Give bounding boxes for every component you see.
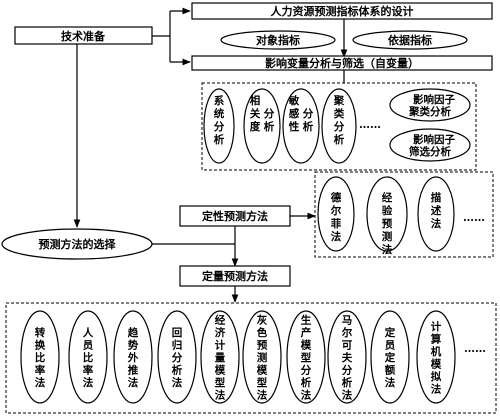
analysis-method-label: 分析	[303, 107, 314, 133]
factor-cluster-label: 影响因子聚类分析	[408, 93, 455, 118]
quantitative-method-label: 计算机模拟法	[431, 320, 442, 396]
basis-indicator-label: 依据指标	[388, 33, 432, 47]
quantitative-method-ellipse	[113, 310, 153, 404]
basis-indicator-ellipse	[352, 30, 468, 50]
quantitative-method-label: 生产模型分析法	[301, 314, 312, 402]
quantitative-method-label: 回归分析法	[172, 327, 183, 389]
quantitative-method-label: 灰色预测模型法	[257, 314, 268, 402]
factor-screen-ellipse	[389, 128, 471, 162]
quantitative-method-ellipse	[200, 310, 240, 404]
qualitative-group	[314, 171, 494, 258]
quantitative-method-ellipse	[370, 310, 410, 404]
quantitative-method-ellipse	[20, 310, 60, 404]
variable-analysis-box	[191, 55, 493, 71]
tech-prep-label: 技术准备	[61, 29, 106, 43]
method-choice-ellipse	[1, 228, 153, 260]
quantitative-methods: 转换比率法 人员比率法 趋势外推法 回归分析法 经济计量模型法 灰色预测模型法 生产模型分析…	[20, 310, 456, 404]
analysis-methods: 系统分析 相关度 分析 敏感性 分析 聚类分析	[203, 88, 357, 164]
quantitative-method-label: 转换比率法	[35, 326, 46, 389]
object-indicator-ellipse	[220, 30, 336, 50]
analysis-method-label: 系统分析	[214, 94, 225, 146]
analysis-group	[201, 82, 477, 171]
qualitative-method-ellipse	[366, 176, 408, 252]
qualitative-methods: 德尔菲法 经验预测法 描述法	[317, 176, 455, 256]
qualitative-method-ellipse	[317, 176, 355, 252]
qualitative-method-label: 经验预测法	[382, 191, 393, 256]
quantitative-method-ellipse	[327, 310, 367, 404]
analysis-method-ellipse	[243, 88, 281, 164]
qualitative-method-label: 德尔菲法	[330, 191, 342, 243]
quantitative-method-label: 马尔可夫分析法	[341, 315, 353, 402]
quantitative-method-label: 经济计量模型法	[215, 314, 226, 402]
quantitative-method-ellipse	[157, 310, 197, 404]
quantitative-method-label: 趋势外推法	[127, 326, 139, 389]
factor-cluster-ellipse	[389, 88, 471, 122]
system-design-label: 人力资源预测指标体系的设计	[271, 4, 414, 18]
analysis-method-label: 聚类分析	[333, 95, 345, 146]
analysis-method-label: 相关度	[250, 94, 261, 133]
quantitative-method-ellipse	[286, 310, 326, 404]
quantitative-label: 定量预测方法	[202, 269, 268, 283]
factor-screen-label: 影响因子筛选分析	[409, 133, 455, 158]
qualitative-box	[179, 205, 291, 227]
object-indicator-label: 对象指标	[256, 33, 300, 47]
quantitative-method-label: 人员比率法	[83, 326, 94, 389]
tech-prep-box	[14, 26, 153, 45]
qualitative-label: 定性预测方法	[202, 209, 268, 223]
quantitative-method-label: 定员定额法	[384, 326, 396, 389]
system-design-box	[191, 2, 493, 20]
qualitative-method-ellipse	[417, 176, 455, 252]
connectors	[73, 7, 348, 303]
analysis-method-label: 分析	[264, 107, 275, 133]
quantitative-method-ellipse	[68, 310, 108, 404]
analysis-method-label: 敏感性	[288, 94, 300, 133]
qualitative-ellipsis: ……	[463, 211, 485, 224]
quantitative-method-ellipse	[416, 310, 456, 404]
analysis-ellipsis: ……	[359, 118, 381, 131]
method-choice-label: 预测方法的选择	[39, 237, 117, 251]
quantitative-ellipsis: ……	[464, 342, 486, 355]
analysis-method-ellipse	[282, 88, 320, 164]
variable-analysis-label: 影响变量分析与筛选（自变量）	[265, 56, 419, 70]
quantitative-box	[179, 265, 291, 287]
analysis-method-ellipse	[321, 88, 357, 164]
qualitative-method-label: 描述法	[431, 191, 442, 230]
quantitative-group	[5, 302, 497, 414]
analysis-method-ellipse	[203, 88, 235, 164]
quantitative-method-ellipse	[242, 310, 282, 404]
